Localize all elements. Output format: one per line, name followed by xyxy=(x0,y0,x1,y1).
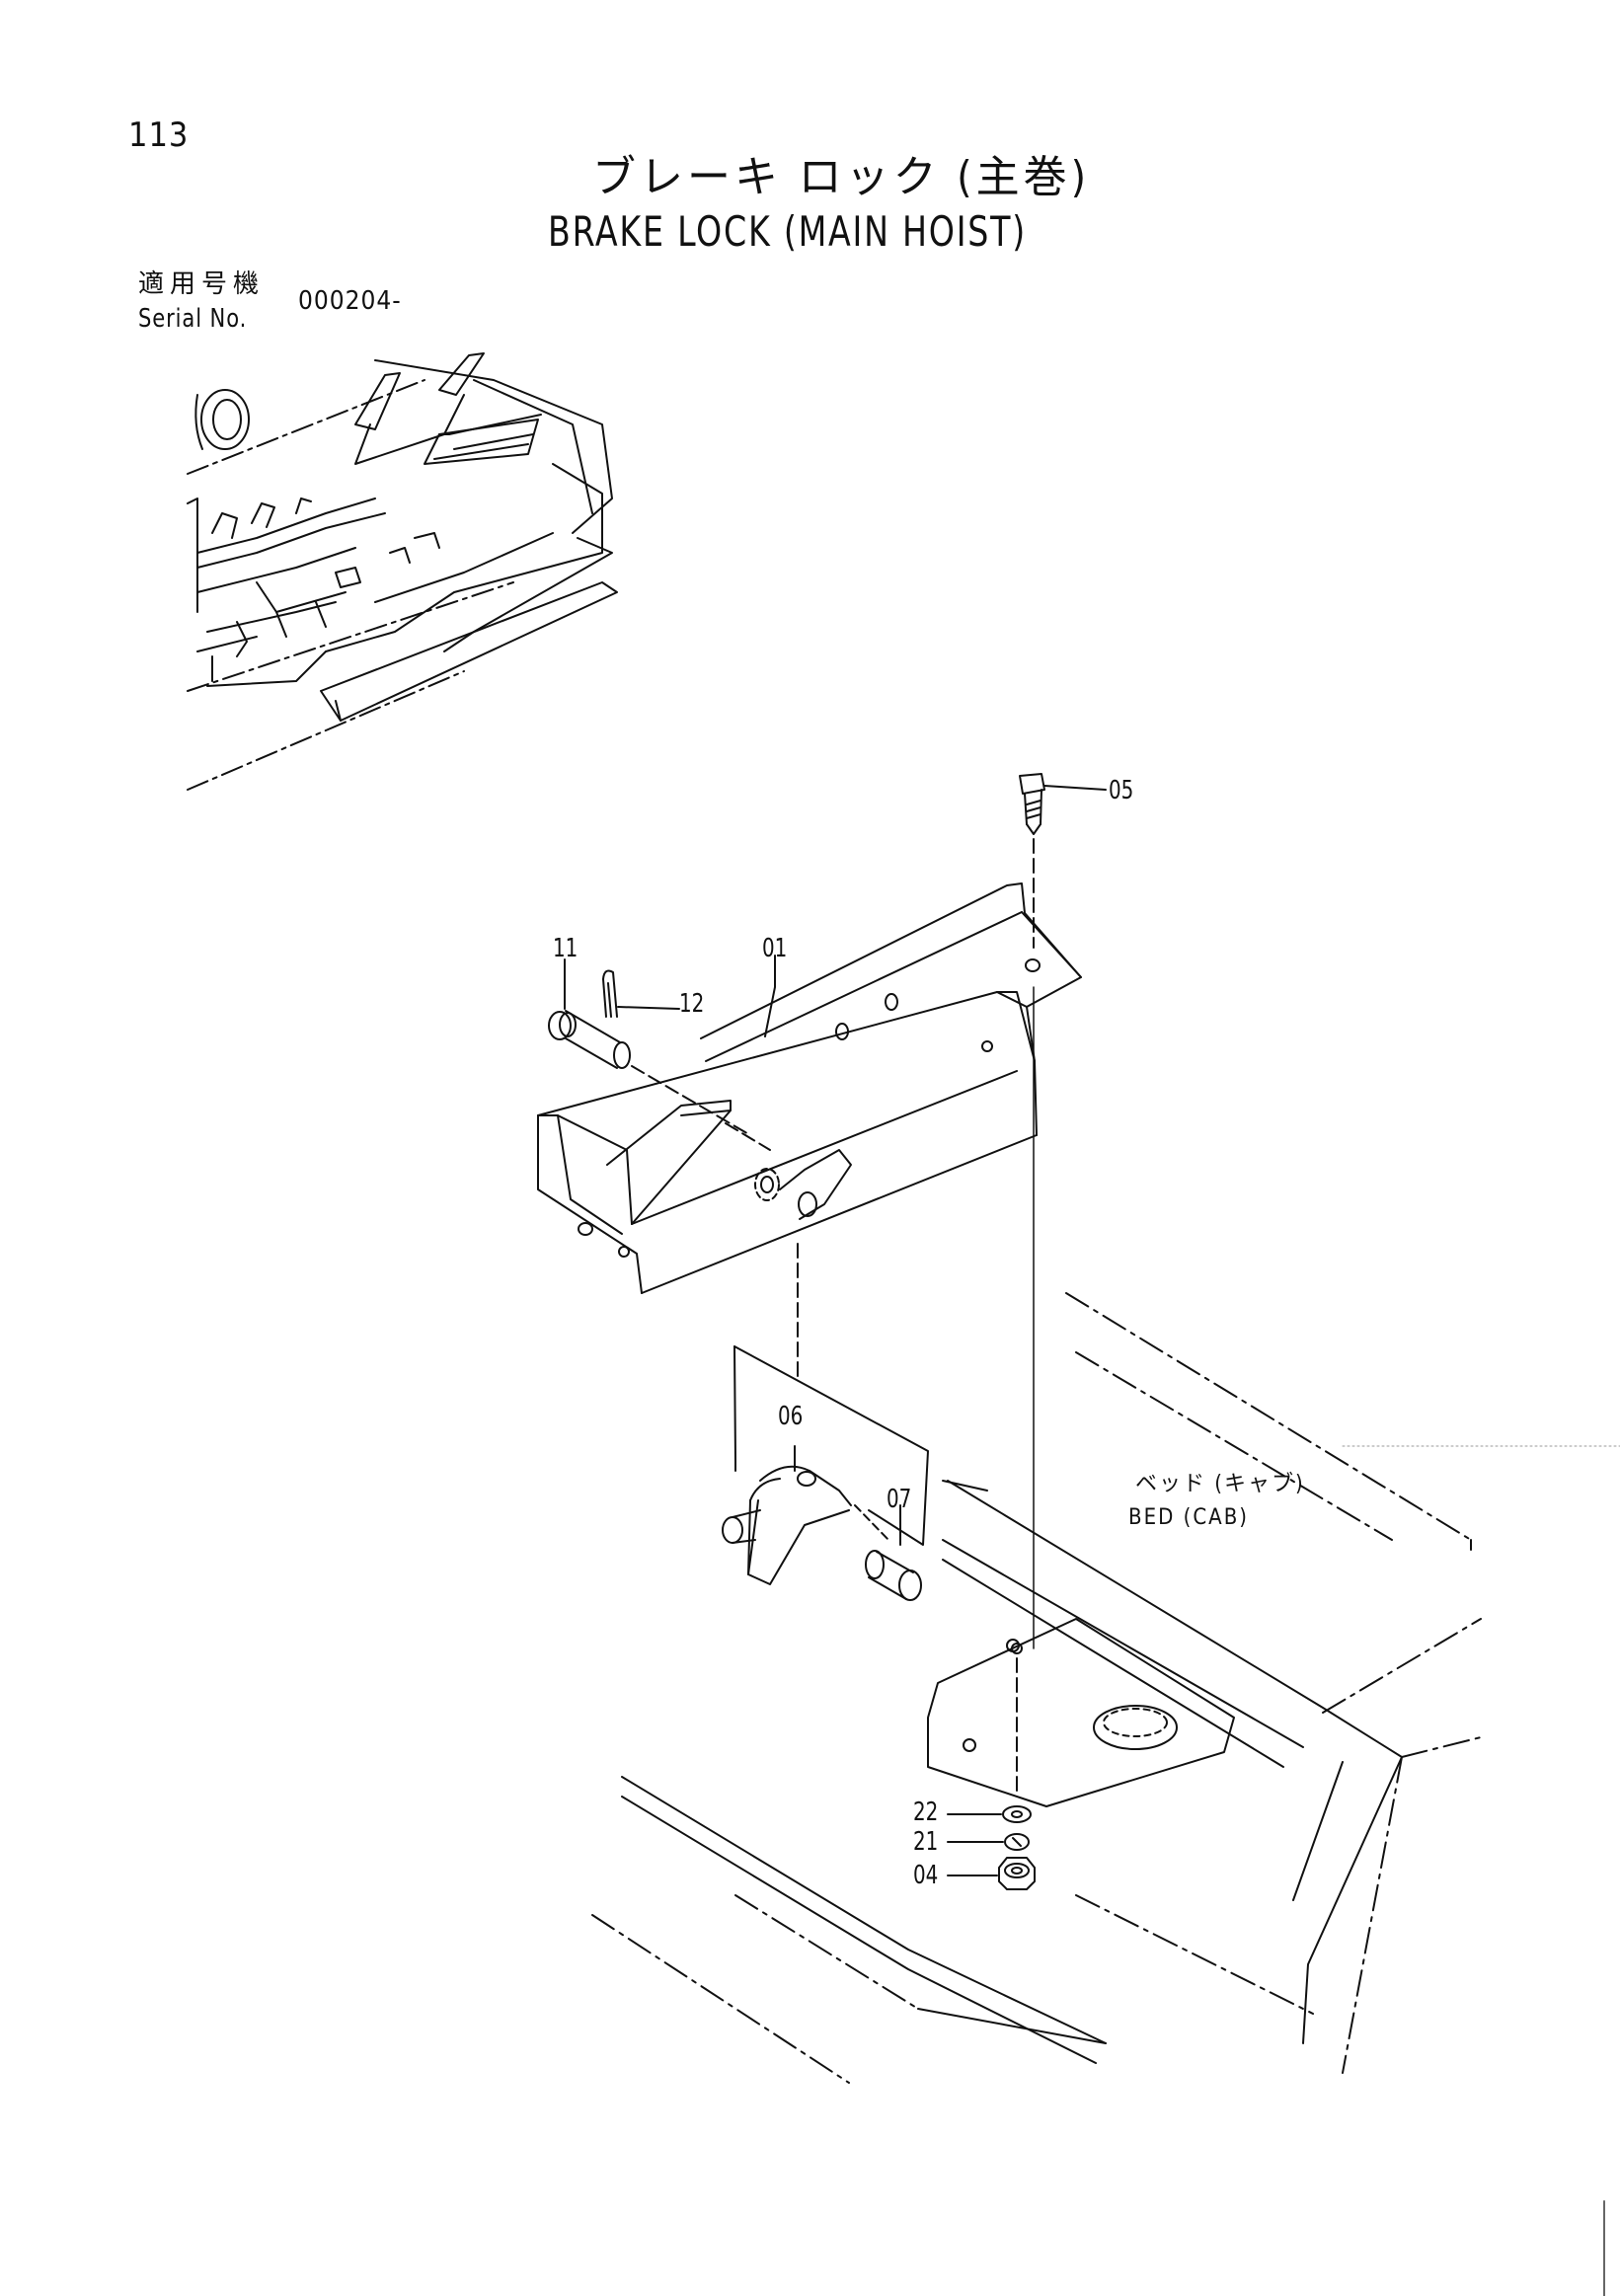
serial-label-japanese: 適用号機 xyxy=(138,269,266,299)
cotter-pin-12 xyxy=(603,971,679,1017)
pin-11 xyxy=(549,959,770,1150)
bolt-05 xyxy=(1020,774,1106,948)
fastener-stack xyxy=(948,987,1035,1889)
callout-12: 12 xyxy=(679,989,705,1019)
serial-number-value: 000204- xyxy=(298,286,402,316)
callout-22: 22 xyxy=(913,1798,939,1827)
callout-01-leader xyxy=(765,956,775,1036)
brake-lock-channel xyxy=(538,883,1081,1293)
callout-21: 21 xyxy=(913,1827,939,1857)
bed-label-english: BED (CAB) xyxy=(1128,1505,1249,1530)
bed-label-japanese: ベッド (キャブ) xyxy=(1135,1472,1305,1496)
callout-11: 11 xyxy=(553,934,579,963)
title-japanese: ブレーキ ロック (主巻) xyxy=(592,152,1091,202)
bed-cab-outline xyxy=(592,1293,1481,2083)
serial-label-english: Serial No. xyxy=(138,304,248,334)
title-english: BRAKE LOCK (MAIN HOIST) xyxy=(548,207,1027,256)
callout-04: 04 xyxy=(913,1861,939,1890)
page-number: 113 xyxy=(128,115,190,155)
callout-07: 07 xyxy=(887,1485,912,1514)
bracket-plate-06 xyxy=(723,1244,928,1600)
callout-06: 06 xyxy=(778,1402,804,1431)
callout-05: 05 xyxy=(1109,776,1134,805)
inset-overview-drawing xyxy=(188,353,617,790)
